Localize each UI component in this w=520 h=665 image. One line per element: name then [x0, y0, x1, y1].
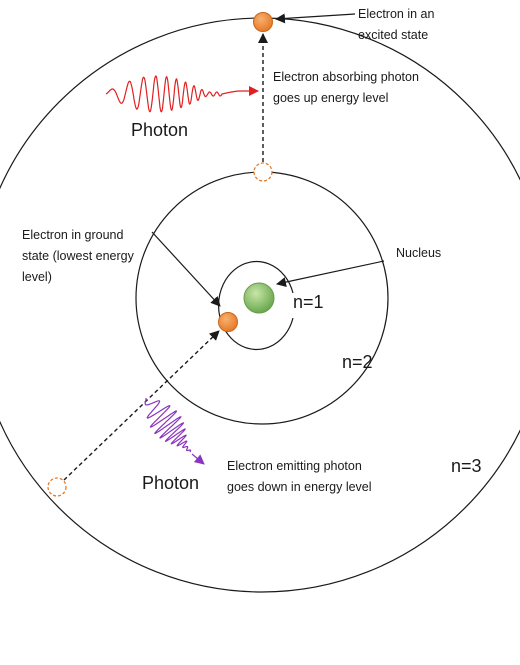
electron-former-position-n2 — [253, 162, 273, 182]
excited-state-pointer — [275, 13, 356, 24]
n1-label: n=1 — [293, 292, 324, 312]
nucleus — [243, 282, 275, 314]
n3-label: n=3 — [451, 456, 482, 476]
ground-state-label: Electron in ground state (lowest energy … — [22, 228, 134, 284]
electron-excited — [253, 12, 273, 32]
electron-former-position-n3 — [47, 477, 67, 497]
emitting-label: Electron emitting photon goes down in en… — [227, 459, 372, 494]
emitted-photon-wave — [144, 398, 192, 453]
n2-label: n=2 — [342, 352, 373, 372]
photon-top-label: Photon — [131, 120, 189, 140]
absorbed-photon-wave — [105, 75, 239, 113]
ground-state-pointer — [151, 231, 221, 307]
excited-state-label: Electron in an excited state — [358, 7, 435, 42]
photon-bottom-label: Photon — [142, 473, 200, 493]
emitted-photon-arrow — [191, 453, 205, 465]
nucleus-pointer — [276, 260, 385, 287]
nucleus-label: Nucleus — [396, 246, 442, 260]
electron-ground — [218, 312, 238, 332]
absorbing-label: Electron absorbing photon goes up energy… — [273, 70, 419, 105]
emission-transition-arrow — [63, 330, 220, 481]
